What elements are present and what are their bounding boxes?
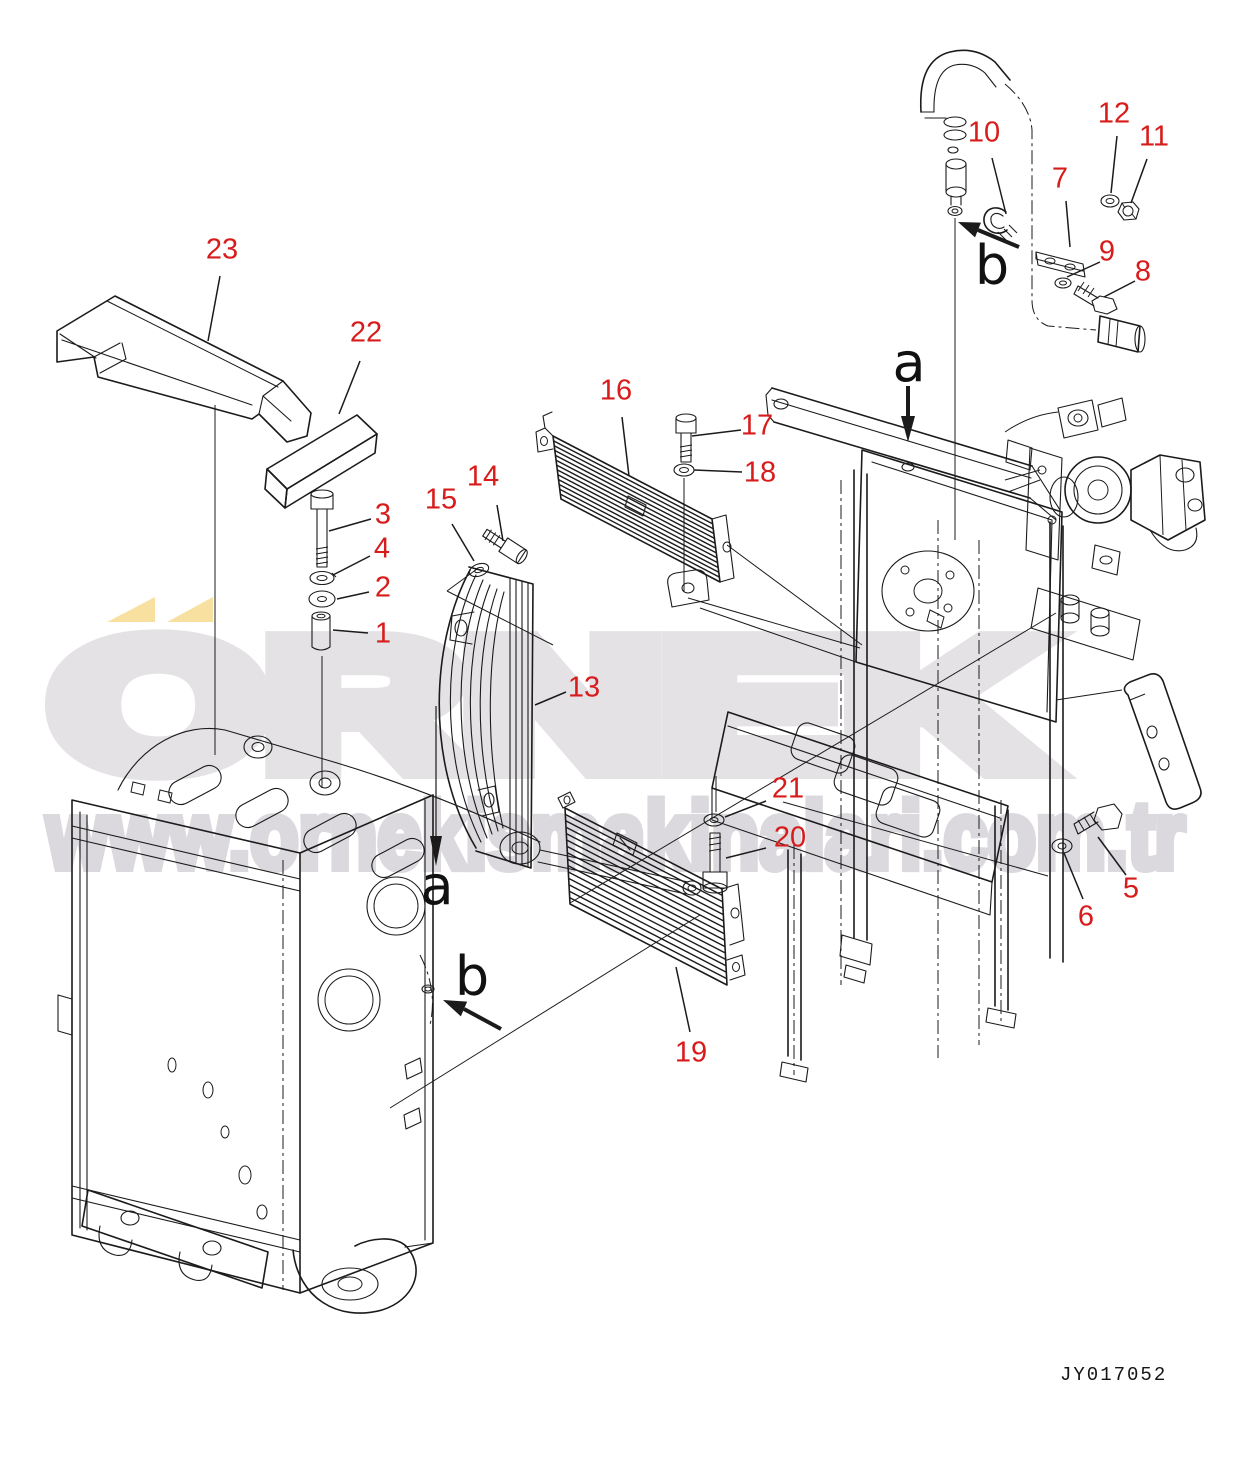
bolt-3 [310, 489, 334, 568]
callout-leader-11 [1130, 158, 1148, 204]
callout-label-22: 22 [349, 316, 383, 349]
oil-cooler-16 [535, 411, 735, 583]
view-letter-a: a [420, 854, 454, 917]
callout-leader-15 [451, 523, 475, 562]
callout-leader-16 [621, 416, 630, 477]
callout-leader-22 [338, 360, 361, 415]
callout-label-7: 7 [1051, 162, 1069, 195]
bolt-20 [702, 832, 728, 894]
view-arrowhead [958, 222, 981, 238]
callout-leader-10 [991, 157, 1007, 215]
callout-label-23: 23 [205, 233, 239, 266]
callout-leader-4 [332, 555, 371, 576]
fan-guard-13 [438, 566, 534, 869]
callout-leader-17 [691, 429, 742, 437]
view-arrow-line [977, 228, 1020, 249]
bolt-17 [675, 413, 697, 463]
callout-leader-1 [332, 629, 369, 634]
view-arrowhead [430, 836, 442, 866]
nut-11 [1117, 201, 1140, 221]
umlaut-triangle-right [167, 597, 213, 622]
washer-6 [1051, 838, 1073, 854]
callout-leader-12 [1110, 135, 1118, 194]
bolt-14 [482, 528, 528, 565]
radiator-assembly [57, 794, 435, 1314]
callout-label-5: 5 [1122, 872, 1140, 905]
view-letter-b: b [454, 945, 490, 1008]
leader-lines [207, 135, 1148, 1033]
clamp-10 [983, 207, 1018, 241]
callout-leader-20 [725, 847, 767, 859]
view-arrowhead [901, 416, 915, 442]
spacer-1 [311, 611, 331, 651]
callout-leader-2 [336, 591, 370, 600]
callout-label-3: 3 [374, 498, 392, 531]
callout-leader-9 [1066, 261, 1101, 278]
alignment-lines [214, 218, 1057, 1109]
callout-leader-18 [693, 469, 743, 473]
washer-9 [1054, 277, 1072, 289]
callout-leader-19 [675, 966, 691, 1033]
brand-watermark: ORNEK [52, 605, 1042, 806]
callout-label-11: 11 [1138, 120, 1170, 153]
callout-label-8: 8 [1134, 255, 1152, 288]
drawing-code: JY017052 [1060, 1364, 1168, 1386]
view-letter-b: b [974, 234, 1010, 297]
view-letter-a: a [892, 331, 926, 394]
callout-label-21: 21 [771, 772, 805, 805]
bolt-5 [1073, 803, 1123, 835]
bolt-8 [1073, 281, 1118, 315]
callout-label-15: 15 [424, 483, 458, 516]
washer-12 [1100, 194, 1120, 208]
view-arrow-line [463, 1007, 502, 1031]
callout-label-10: 10 [967, 116, 1001, 149]
callout-leader-23 [207, 275, 221, 342]
callout-label-18: 18 [743, 456, 777, 489]
callout-label-14: 14 [466, 460, 500, 493]
washer-18 [673, 463, 695, 477]
callout-leader-5 [1097, 836, 1127, 876]
washer-21 [703, 813, 725, 827]
callout-label-13: 13 [567, 671, 601, 704]
hose-assembly [919, 49, 1146, 353]
callout-label-12: 12 [1097, 97, 1131, 130]
callout-label-6: 6 [1077, 900, 1095, 933]
view-arrowhead [443, 1000, 468, 1017]
washer-2 [308, 590, 336, 608]
callout-label-1: 1 [374, 617, 392, 650]
callout-leader-14 [496, 504, 504, 542]
lock-washer-4 [309, 570, 337, 586]
callout-label-9: 9 [1098, 235, 1116, 268]
callout-leader-3 [328, 518, 372, 532]
cooler-fins [565, 813, 727, 980]
cooler-fins [553, 440, 720, 578]
support-frame [711, 387, 1202, 1083]
callout-leader-21 [724, 800, 767, 818]
hydraulic-pump [1004, 397, 1206, 576]
callout-label-17: 17 [740, 409, 774, 442]
engine-silhouette [117, 569, 861, 896]
callout-leader-8 [1103, 280, 1136, 298]
umlaut-triangle-left [107, 597, 155, 622]
clamp-plate-7 [1035, 251, 1086, 278]
callout-label-20: 20 [773, 821, 807, 854]
callout-leader-6 [1063, 852, 1084, 900]
callout-label-19: 19 [674, 1036, 708, 1069]
block-22 [264, 414, 378, 509]
callout-leader-7 [1065, 200, 1071, 248]
callout-leader-13 [534, 691, 567, 706]
bracket-23 [56, 295, 312, 443]
callout-label-4: 4 [373, 532, 391, 565]
callout-label-16: 16 [599, 374, 633, 407]
oil-cooler-19 [557, 791, 746, 986]
callout-label-2: 2 [374, 571, 392, 604]
washer-15 [468, 562, 490, 578]
